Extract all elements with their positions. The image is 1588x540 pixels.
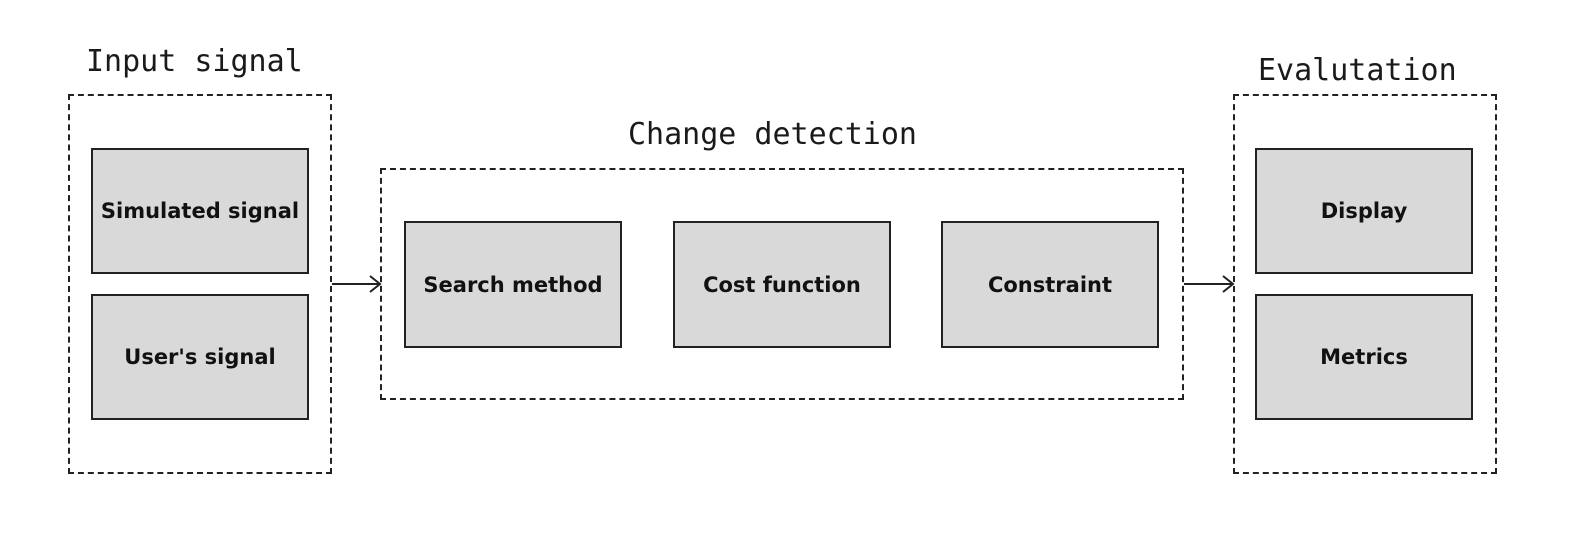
- simulated-signal-block[interactable]: Simulated signal: [91, 148, 309, 274]
- change-detection-title: Change detection: [628, 117, 917, 152]
- metrics-block[interactable]: Metrics: [1255, 294, 1473, 420]
- search-method-block[interactable]: Search method: [404, 221, 622, 348]
- display-block[interactable]: Display: [1255, 148, 1473, 274]
- evaluation-title: Evalutation: [1258, 53, 1457, 88]
- input-signal-title: Input signal: [86, 44, 303, 79]
- arrowhead-input-to-detection: [369, 275, 382, 293]
- constraint-block[interactable]: Constraint: [941, 221, 1159, 348]
- cost-function-block[interactable]: Cost function: [673, 221, 891, 348]
- input-signal-group: [68, 94, 332, 474]
- arrowhead-detection-to-evaluation: [1222, 275, 1235, 293]
- users-signal-block[interactable]: User's signal: [91, 294, 309, 420]
